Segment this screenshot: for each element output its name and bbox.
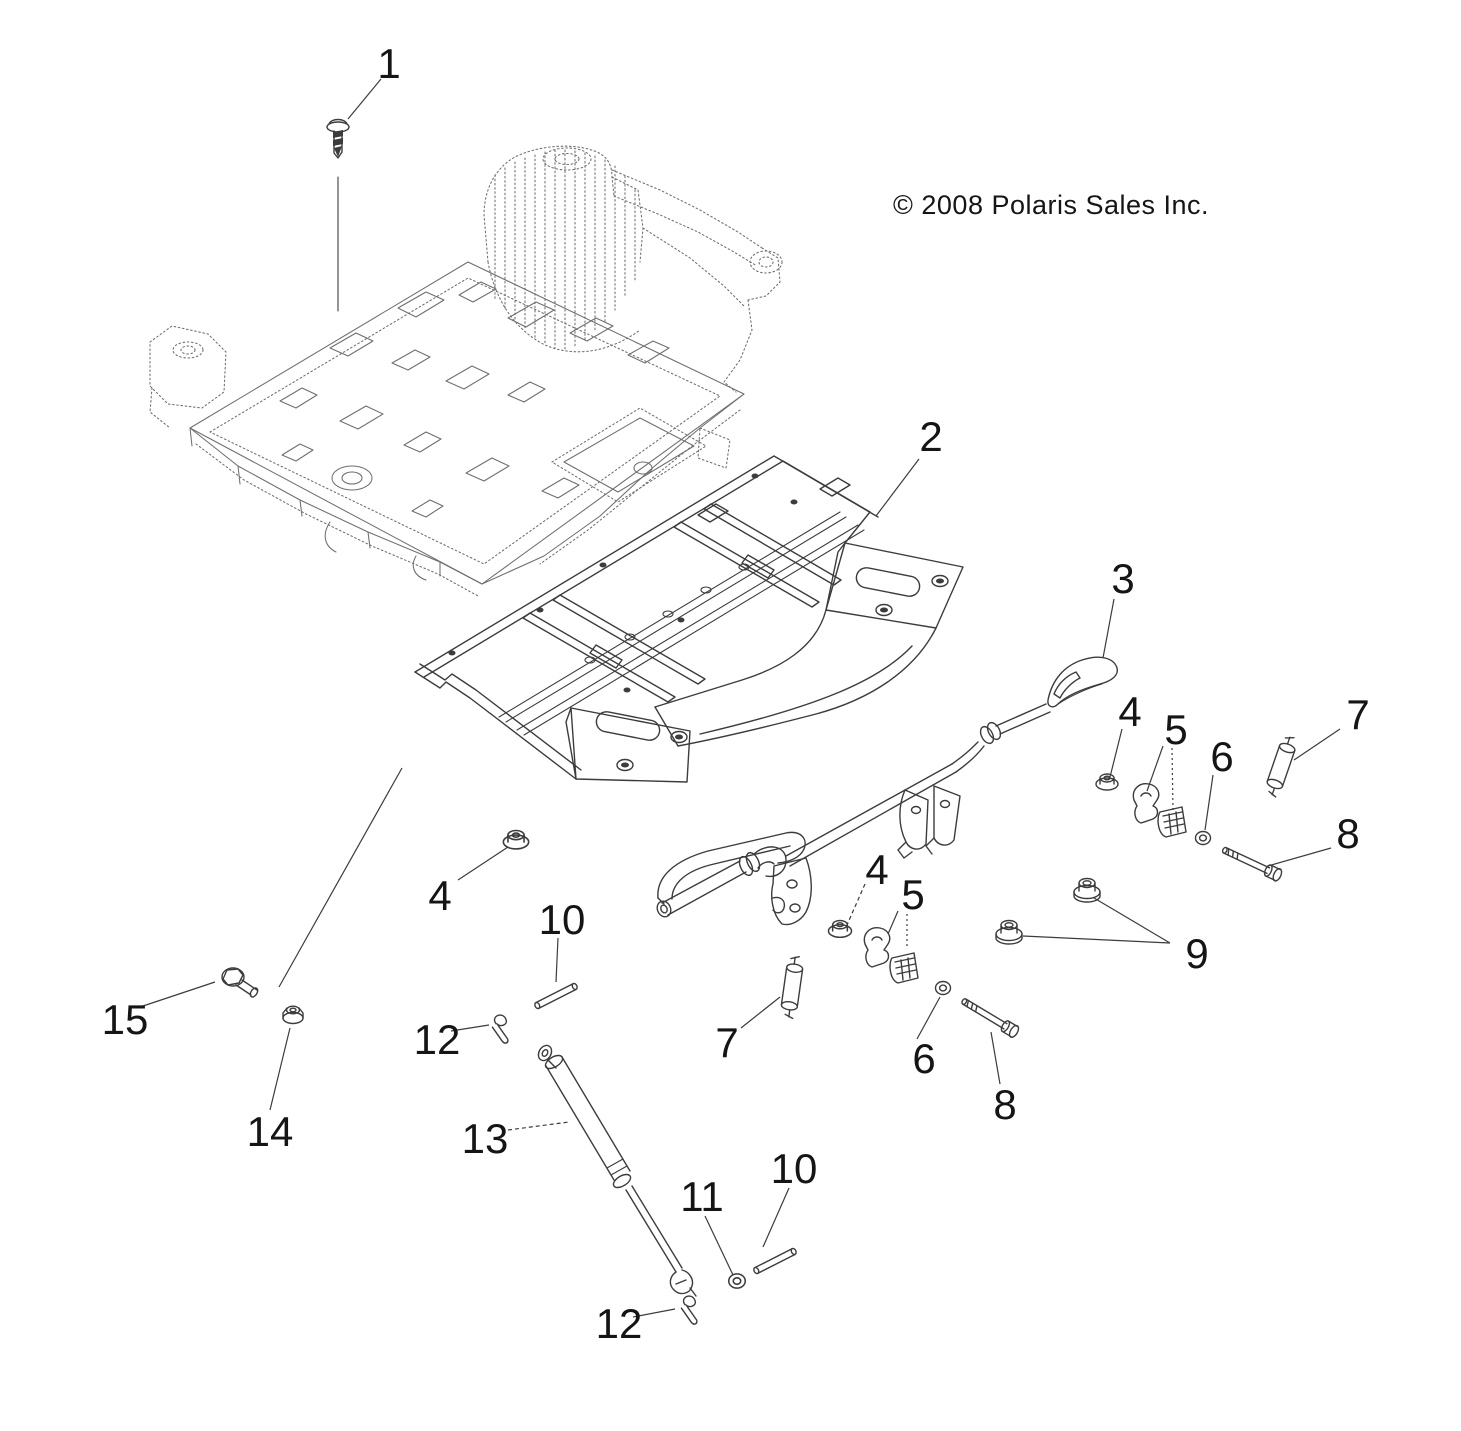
- grommet-9-left: [995, 919, 1023, 945]
- leader-lines: [139, 78, 1341, 1318]
- copyright-text: © 2008 Polaris Sales Inc.: [893, 190, 1210, 220]
- callout-8-mid: 8: [993, 1081, 1016, 1128]
- clamp-5-right: [1132, 783, 1187, 838]
- screw-part: [326, 118, 350, 312]
- hardware-parts: [221, 118, 1300, 1326]
- callout-10-lower: 10: [771, 1145, 818, 1192]
- nut-14: [282, 1005, 304, 1025]
- callout-15: 15: [102, 996, 149, 1043]
- flange-nut-4-right: [1095, 773, 1119, 791]
- callout-8-right: 8: [1336, 810, 1359, 857]
- callout-5-mid: 5: [901, 871, 924, 918]
- washer-6-mid: [934, 980, 952, 996]
- pin-10-lower: [752, 1246, 798, 1276]
- spring-7-right: [1262, 733, 1300, 799]
- callout-4-mid: 4: [865, 846, 888, 893]
- cargo-box-drawing: [149, 145, 783, 597]
- callout-12-left: 12: [414, 1016, 461, 1063]
- callout-11: 11: [680, 1173, 724, 1220]
- callout-6-mid: 6: [912, 1035, 935, 1082]
- clip-12-lower: [678, 1294, 702, 1326]
- bolt-8-right: [1219, 842, 1284, 883]
- callout-10-upper: 10: [539, 896, 586, 943]
- callout-3: 3: [1111, 555, 1134, 602]
- washer-6-right: [1194, 830, 1212, 846]
- callout-1: 1: [377, 40, 400, 87]
- clamp-5-mid: [863, 927, 919, 984]
- callout-2: 2: [919, 413, 942, 460]
- bolt-8-mid: [958, 994, 1022, 1040]
- callout-9: 9: [1185, 930, 1208, 977]
- callout-7-mid: 7: [715, 1019, 738, 1066]
- callout-6-right: 6: [1210, 733, 1233, 780]
- washer-11: [727, 1273, 747, 1289]
- clip-12-left: [489, 1013, 513, 1045]
- gas-strut-drawing: [537, 1044, 697, 1297]
- callout-12-lower: 12: [596, 1300, 643, 1347]
- bolt-15: [221, 967, 260, 1000]
- seat-frame-drawing: [414, 455, 964, 783]
- flange-nut-4-left: [502, 829, 530, 850]
- callout-13: 13: [462, 1115, 509, 1162]
- callout-labels: 1 2 3 4 5 6 7 8 9 4 5 6 7 8 10 12 13 11 …: [102, 40, 1370, 1347]
- pin-10-upper: [533, 981, 579, 1011]
- spring-7-mid: [779, 954, 805, 1020]
- latch-rod-drawing: [656, 656, 1119, 926]
- callout-7-right: 7: [1346, 691, 1369, 738]
- callout-4-left: 4: [428, 872, 451, 919]
- grommet-9-right: [1073, 877, 1101, 903]
- callout-5-right: 5: [1164, 706, 1187, 753]
- callout-4-right: 4: [1118, 688, 1141, 735]
- callout-14: 14: [247, 1108, 294, 1155]
